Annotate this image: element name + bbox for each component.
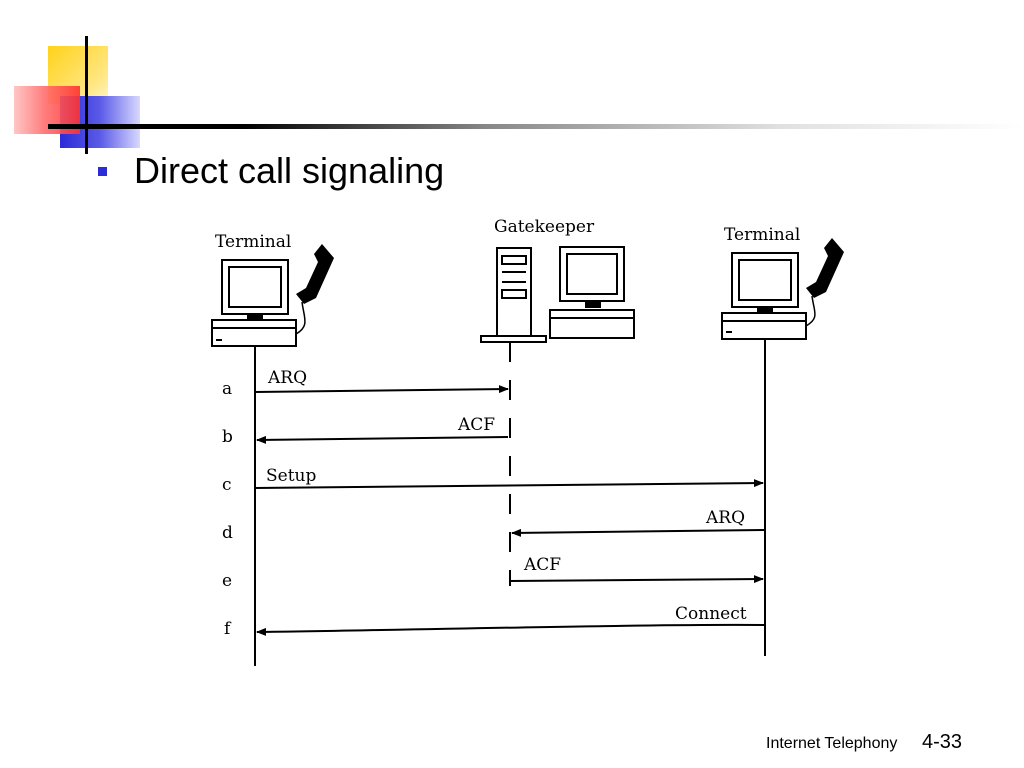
telephone-handset-icon (295, 244, 334, 335)
step-letter: e (222, 571, 232, 591)
message-arrow-acf-e (509, 575, 764, 584)
bullet-marker (98, 166, 107, 176)
computer-terminal-icon (721, 252, 807, 340)
entity-label-left-terminal: Terminal (215, 232, 291, 252)
message-arrow-arq-a (254, 385, 509, 394)
step-letter: f (224, 619, 232, 639)
message-arrow-arq-d (511, 528, 766, 537)
monitor-icon (549, 246, 635, 339)
server-tower-icon (480, 247, 547, 343)
message-label: ARQ (705, 508, 745, 528)
deco-vertical-line (85, 36, 88, 154)
message-arrow-setup-c (254, 479, 764, 489)
message-label: Setup (266, 466, 316, 486)
computer-terminal-icon (211, 259, 297, 347)
message-arrow-acf-b (256, 435, 509, 444)
message-arrow-connect-f (256, 623, 766, 636)
entity-label-right-terminal: Terminal (724, 225, 800, 245)
step-letter: d (222, 523, 233, 543)
bullet-row: Direct call signaling (98, 150, 444, 192)
title-rule (48, 124, 1024, 129)
entity-label-gatekeeper: Gatekeeper (494, 217, 595, 237)
message-label: ARQ (267, 368, 307, 388)
step-letter: c (222, 475, 232, 495)
footer-text: Internet Telephony (766, 735, 898, 752)
message-label: Connect (675, 604, 747, 624)
message-label: ACF (457, 415, 495, 435)
step-letter: a (222, 379, 232, 399)
step-letter: b (222, 427, 233, 447)
page-number: 4-33 (922, 731, 963, 753)
telephone-handset-icon (805, 238, 844, 327)
message-label: ACF (523, 555, 561, 575)
bullet-text: Direct call signaling (134, 150, 445, 191)
